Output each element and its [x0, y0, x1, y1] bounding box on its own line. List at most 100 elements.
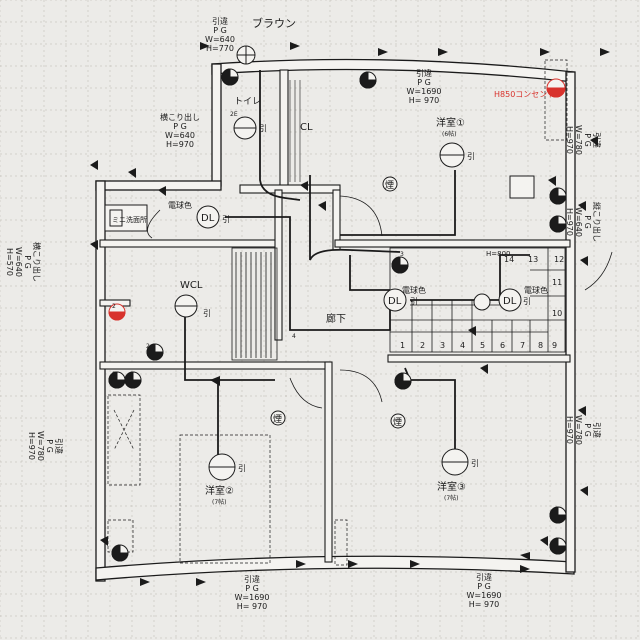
dl-label: DL	[201, 213, 215, 224]
fixtures	[174, 45, 522, 481]
dl-label: DL	[388, 296, 402, 307]
stair-number: 7	[520, 341, 525, 350]
window-spec-line: W=640	[574, 207, 583, 237]
window-spec-line: W=640	[205, 35, 235, 44]
braun-label: ブラウン	[252, 16, 296, 30]
window-spec-line: W=640	[14, 247, 23, 277]
lead-label: 引	[471, 459, 479, 468]
wiring-lines	[184, 70, 530, 465]
window-spec-line: H=970	[565, 416, 574, 444]
closet-label: CL	[300, 122, 313, 133]
window-spec-line: P G	[23, 255, 32, 269]
window-spec-line: P G	[583, 215, 592, 229]
closet-shelf	[289, 80, 301, 182]
door-swings	[147, 195, 613, 409]
smoke-label: 煙	[385, 180, 394, 191]
switch-icon	[549, 537, 567, 555]
circuit-mark: 2	[146, 343, 150, 350]
room3-size: (7帖)	[444, 494, 459, 502]
switch-icon	[359, 71, 377, 89]
circuit-mark: 4	[292, 333, 296, 340]
switch-icon	[549, 506, 567, 524]
red-outlet-icon	[108, 303, 126, 321]
toilet-label: トイレ	[234, 97, 261, 107]
stair-number: 4	[460, 341, 465, 350]
window-spec-line: 引違	[476, 572, 492, 582]
room3-label: 洋室③	[437, 480, 466, 493]
switch-icon	[108, 371, 126, 389]
switch-icon	[221, 68, 239, 86]
stair-number: 14	[504, 255, 514, 264]
window-spec-line: P G	[477, 582, 491, 591]
lead-label: 引	[259, 124, 267, 133]
window-spec-line: 引違	[244, 574, 260, 584]
downlight-icon	[498, 288, 522, 312]
washroom-label: ミニ洗面所	[112, 215, 147, 224]
window-spec-line: 引違	[54, 438, 64, 454]
window-spec-line: P G	[417, 78, 431, 87]
window-spec-line: H= 970	[409, 96, 440, 105]
circuit-mark: 2	[550, 509, 554, 516]
exterior-walls	[95, 58, 576, 582]
switch-icon	[111, 544, 129, 562]
window-spec-line: W=640	[165, 131, 195, 140]
window-spec-line: 引違	[212, 16, 228, 26]
window-spec-line: W=1690	[235, 593, 270, 602]
window-spec-line: W=1690	[407, 87, 442, 96]
window-spec-line: 横こり出し	[32, 242, 42, 282]
window-spec-line: 縦こり出し	[592, 202, 602, 242]
main-stairs	[231, 247, 278, 361]
stair-number: 10	[552, 309, 562, 318]
switch-icon	[549, 187, 567, 205]
window-spec-line: H=970	[565, 208, 574, 236]
room2-label: 洋室②	[205, 484, 234, 497]
room1-size: (6帖)	[442, 130, 457, 138]
smoke-label: 煙	[393, 417, 402, 428]
stair-number: 9	[552, 341, 557, 350]
stair-number: 5	[480, 341, 485, 350]
window-spec-line: H=970	[27, 432, 36, 460]
window-spec-line: W=780	[574, 415, 583, 445]
window-spec-line: 引違	[592, 132, 602, 148]
switches	[108, 68, 567, 562]
pendant-icon	[473, 293, 491, 311]
window-spec-line: 横こり出し	[160, 112, 200, 122]
interior-walls	[99, 69, 571, 563]
lead-label: 引	[238, 464, 246, 473]
window-spec-line: P G	[583, 133, 592, 147]
light-color-label: 電球色	[168, 200, 192, 210]
labels: ブラウン トイレ CL 洋室① (6帖) 廊下 WCL 洋室② (7帖) 洋室③…	[112, 16, 555, 506]
light-color-label: 電球色	[402, 285, 426, 295]
downlight-icon	[196, 205, 220, 229]
switch-icon	[549, 215, 567, 233]
window-spec-line: H=970	[166, 140, 194, 149]
room1-label: 洋室①	[436, 116, 465, 129]
window-spec-line: H=570	[5, 248, 14, 276]
window-spec-line: P G	[173, 122, 187, 131]
smoke-detector-icon	[270, 410, 286, 426]
switch-icon	[394, 372, 412, 390]
lead-label: 引	[410, 297, 418, 306]
window-spec-line: 引違	[592, 422, 602, 438]
downlight-icon	[383, 288, 407, 312]
lead-label: 引	[523, 297, 531, 306]
plan-drawing: ブラウン トイレ CL 洋室① (6帖) 廊下 WCL 洋室② (7帖) 洋室③…	[5, 16, 613, 611]
window-spec-line: 引違	[416, 68, 432, 78]
smoke-detector-icon	[382, 176, 398, 192]
window-spec-line: P G	[45, 439, 54, 453]
lead-label: 引	[222, 215, 230, 224]
window-spec-line: H=970	[565, 126, 574, 154]
stair-number: 12	[554, 255, 564, 264]
dl-label: DL	[503, 296, 517, 307]
washroom-box	[104, 175, 535, 232]
